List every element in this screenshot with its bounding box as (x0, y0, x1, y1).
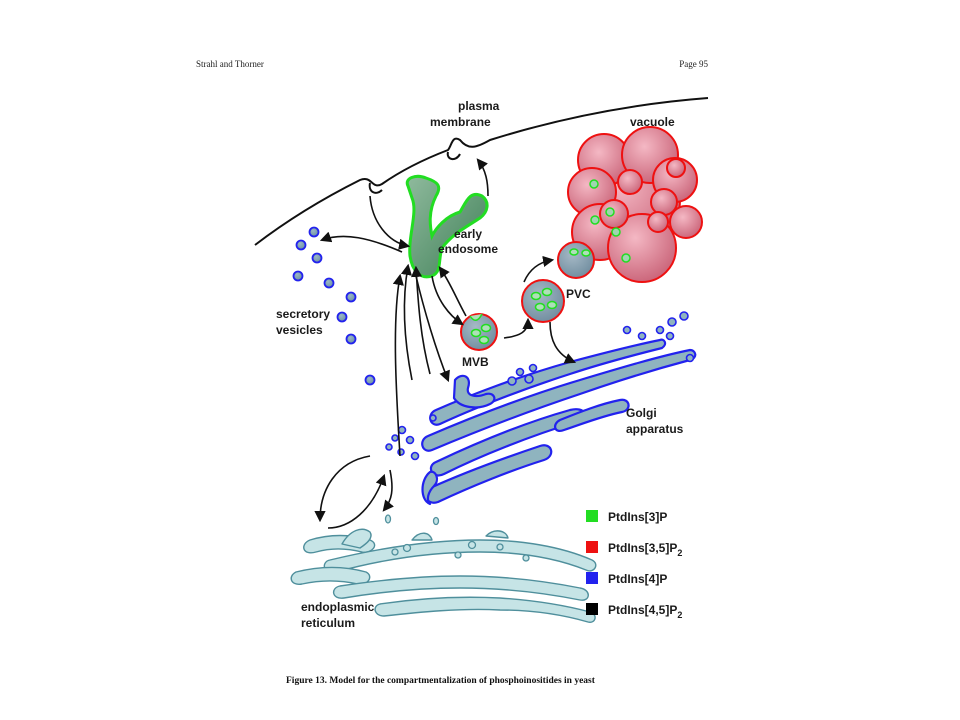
legend-swatch-2 (586, 572, 598, 584)
legend-label-1: PtdIns[3,5]P2 (608, 541, 682, 558)
membrane-invagination-2 (446, 151, 461, 160)
label-secretory-2: vesicles (276, 323, 323, 337)
transport-arrows (314, 158, 577, 529)
legend-subscript-3: 2 (677, 610, 682, 620)
golgi-apparatus (421, 338, 697, 506)
label-plasma-2: membrane (430, 115, 491, 129)
label-early-1: early (454, 227, 482, 241)
legend-label-2: PtdIns[4]P (608, 572, 667, 586)
pvc-compartment (521, 279, 565, 323)
label-vacuole: vacuole (630, 115, 675, 129)
legend-subscript-1: 2 (677, 548, 682, 558)
label-er-2: reticulum (301, 616, 355, 630)
pvc-vacuole-fusion (557, 241, 595, 279)
er-vesicles (384, 514, 530, 562)
legend-swatch-0 (586, 510, 598, 522)
legend-label-0: PtdIns[3]P (608, 510, 667, 524)
mvb-compartment (460, 313, 498, 351)
label-er-1: endoplasmic (301, 600, 375, 614)
label-golgi-2: apparatus (626, 422, 684, 436)
figure-caption: Figure 13. Model for the compartmentaliz… (286, 676, 595, 686)
header-page-number: Page 95 (679, 59, 708, 69)
endoplasmic-reticulum (290, 528, 597, 623)
label-pvc: PVC (566, 287, 591, 301)
plasma-membrane-line (254, 97, 709, 246)
golgi-vesicles (385, 311, 695, 461)
label-golgi-1: Golgi (626, 406, 657, 420)
header-authors: Strahl and Thorner (196, 59, 264, 69)
label-plasma-1: plasma (458, 99, 500, 113)
legend-swatch-1 (586, 541, 598, 553)
legend-swatch-3 (586, 603, 598, 615)
membrane-invagination-1 (368, 182, 383, 194)
label-secretory-1: secretory (276, 307, 330, 321)
label-mvb: MVB (462, 355, 489, 369)
secretory-vesicles (292, 226, 376, 386)
label-early-2: endosome (438, 242, 498, 256)
legend-label-3: PtdIns[4,5]P2 (608, 603, 682, 620)
vacuole-ptdins3p-dots (589, 179, 631, 263)
